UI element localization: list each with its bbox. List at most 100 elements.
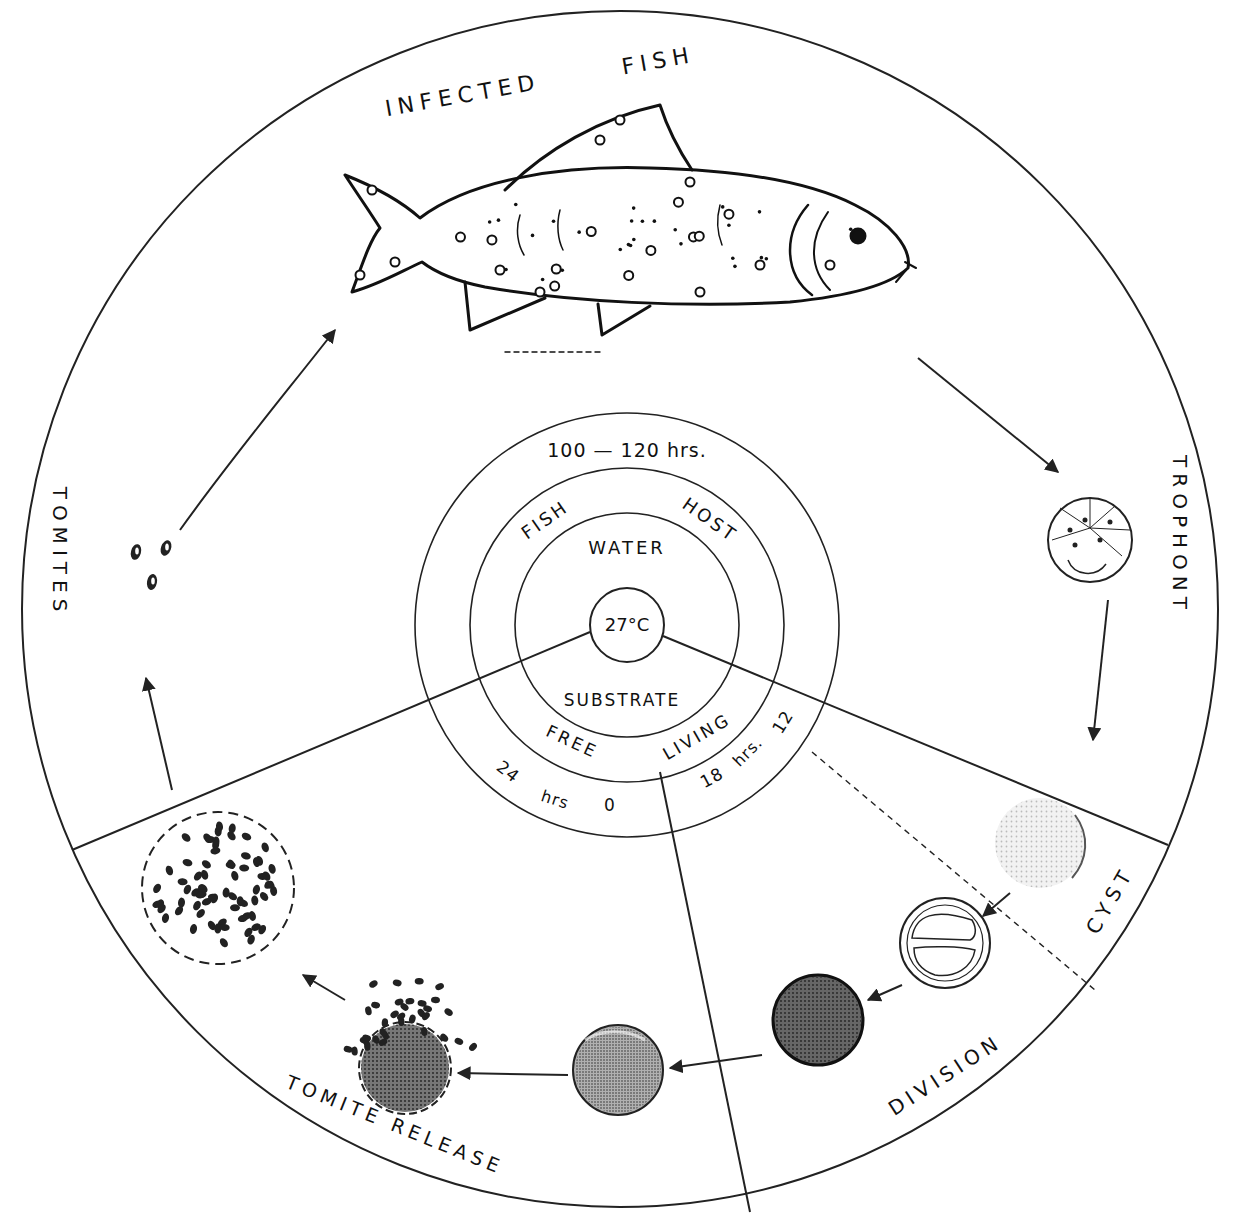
time-label: 0 <box>604 797 616 814</box>
white-spot <box>577 230 581 234</box>
fish-drawing <box>598 304 650 335</box>
tomont-mass <box>573 1025 663 1115</box>
stage-label: TROPHONT <box>1170 455 1190 615</box>
tomite-oval <box>180 832 192 844</box>
dividing-cyst <box>900 898 990 988</box>
tomont-mass <box>573 1025 663 1115</box>
dashed-divider <box>812 752 1095 990</box>
tomite-oval <box>361 1034 372 1043</box>
cycle-arrow <box>180 330 335 530</box>
white-spot <box>849 227 853 231</box>
white-spot <box>727 223 731 227</box>
cycle-arrow <box>983 893 1010 916</box>
tomite-oval <box>364 1006 372 1016</box>
temperature-circle: 27°C <box>589 587 665 663</box>
white-spot <box>624 271 633 280</box>
tomite-oval <box>226 858 237 870</box>
cycle-arrow <box>918 358 1058 472</box>
dividing-cyst <box>907 905 983 981</box>
fish-drawing <box>558 210 563 250</box>
tomite-oval <box>396 1011 407 1022</box>
white-spot <box>695 232 704 241</box>
time-label: 24 <box>493 758 522 786</box>
tomite-oval <box>240 831 252 842</box>
white-spot <box>632 238 636 242</box>
dividing-mass <box>773 975 863 1065</box>
tomite-oval <box>240 851 252 860</box>
tomite-cloud <box>142 812 294 964</box>
time-rings <box>470 468 784 782</box>
cyst-cell <box>995 798 1085 888</box>
tomite-oval <box>177 878 187 886</box>
tomite-oval <box>250 922 262 933</box>
white-spot <box>632 206 636 210</box>
tomite-oval <box>151 821 278 949</box>
sector-line <box>660 772 750 1212</box>
trophont-cell <box>1048 498 1132 582</box>
fish-drawing <box>505 105 692 190</box>
time-rings <box>515 513 739 737</box>
outer-circle <box>22 11 1218 1207</box>
tomite-oval <box>392 978 403 987</box>
tomite-oval <box>252 884 261 895</box>
ring-label: WATER <box>588 539 666 557</box>
tomite-oval <box>207 893 218 902</box>
white-spot <box>686 178 695 187</box>
sector-line <box>663 636 1168 845</box>
white-spot <box>550 282 559 291</box>
tomite <box>159 539 174 557</box>
tomite-oval <box>439 1032 450 1043</box>
white-spot <box>368 186 377 195</box>
tomite-oval <box>254 855 264 867</box>
white-spot <box>765 257 769 261</box>
cycle-arrow <box>303 975 345 1000</box>
cycle-arrow <box>146 678 172 790</box>
white-spot <box>616 116 625 125</box>
tomite <box>146 573 159 590</box>
stage-label: TOMITES <box>50 487 70 618</box>
tomite-oval <box>230 870 240 882</box>
fish-drawing <box>465 282 545 330</box>
time-label: 12 <box>770 707 797 736</box>
tomite-oval <box>218 937 229 949</box>
tomite-oval <box>151 882 162 894</box>
bursting-cyst <box>359 1022 451 1114</box>
trophont-cell <box>1074 544 1077 547</box>
fish-drawing <box>851 229 865 243</box>
tomite-oval <box>182 858 194 867</box>
white-spot <box>541 278 545 282</box>
cyst-cell <box>995 798 1085 888</box>
tomite-oval <box>399 1002 410 1013</box>
white-spot <box>552 264 561 273</box>
white-spot <box>758 210 762 214</box>
ring-label: FREE <box>543 723 600 762</box>
tomite-oval <box>192 870 204 882</box>
dividing-cyst <box>914 947 975 976</box>
tomite-oval <box>263 879 275 890</box>
tomite <box>129 539 173 591</box>
white-spot <box>497 218 501 222</box>
time-rings <box>415 413 839 837</box>
tomite-oval <box>371 1001 381 1009</box>
time-label: hrs. <box>730 734 765 769</box>
white-spot <box>721 205 725 209</box>
tomite-oval <box>189 923 198 934</box>
cyst-cell <box>1072 815 1085 878</box>
temperature-text: 27°C <box>605 616 649 634</box>
tomite-oval <box>443 1007 454 1017</box>
white-spot <box>618 248 622 252</box>
white-spot <box>679 242 683 246</box>
cycle-arrow <box>868 985 902 1000</box>
tomite-oval <box>260 841 270 853</box>
fish-drawing <box>718 205 722 245</box>
tomite <box>165 544 169 551</box>
dividing-mass <box>773 975 863 1065</box>
tomite-oval <box>237 914 248 923</box>
cycle-arrow <box>458 1073 568 1075</box>
white-spot <box>496 266 505 275</box>
ring-label: LIVING <box>660 711 733 763</box>
tomite-oval <box>239 864 249 872</box>
tomite <box>135 548 139 555</box>
white-spot <box>531 234 535 238</box>
